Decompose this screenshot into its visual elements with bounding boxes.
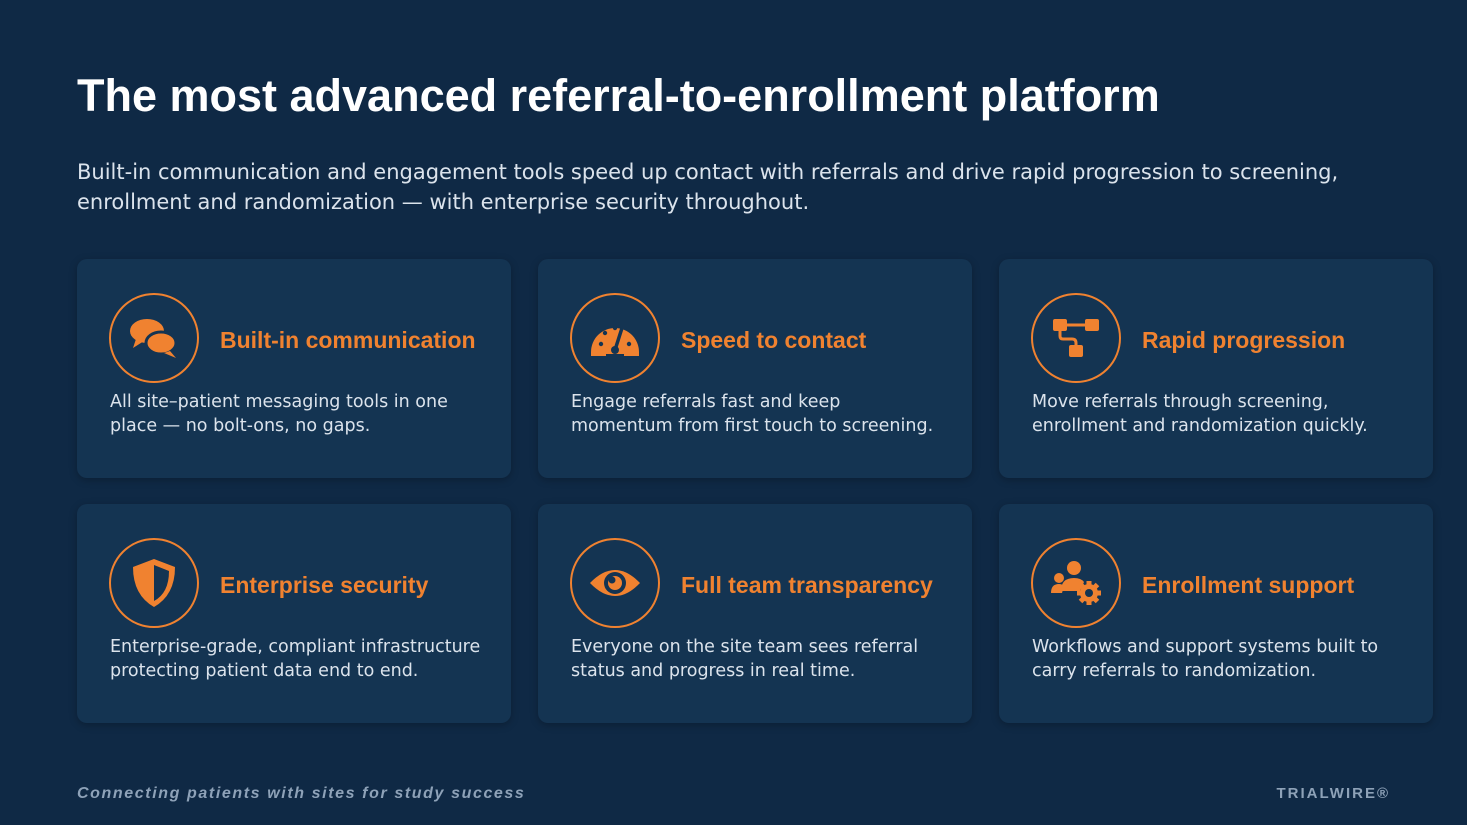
chat-bubbles-icon	[109, 293, 199, 383]
feature-card-full-team-transparency: Full team transparency Everyone on the s…	[538, 504, 972, 723]
feature-card-speed-to-contact: Speed to contact Engage referrals fast a…	[538, 259, 972, 478]
card-description: Enterprise-grade, compliant infrastructu…	[110, 637, 481, 681]
feature-card-enrollment-support: Enrollment support Workflows and support…	[999, 504, 1433, 723]
speedometer-icon	[570, 293, 660, 383]
footer-brand: TRIALWIRE®	[1276, 785, 1390, 802]
card-title: Speed to contact	[681, 327, 867, 353]
feature-card-built-in-communication: Built-in communication All site–patient …	[77, 259, 511, 478]
users-gear-icon	[1031, 538, 1121, 628]
card-description: All site–patient messaging tools in one …	[110, 392, 448, 436]
card-description: Move referrals through screening, enroll…	[1032, 392, 1368, 436]
shield-icon	[109, 538, 199, 628]
card-title: Enrollment support	[1142, 572, 1355, 598]
card-description: Everyone on the site team sees referral …	[571, 637, 919, 681]
card-description: Workflows and support systems built to c…	[1032, 637, 1379, 681]
card-description: Engage referrals fast and keep momentum …	[571, 392, 934, 436]
card-title: Enterprise security	[220, 572, 429, 598]
eye-icon	[570, 538, 660, 628]
card-title: Built-in communication	[220, 327, 476, 353]
flow-progression-icon	[1031, 293, 1121, 383]
card-title: Full team transparency	[681, 572, 933, 598]
footer-tagline: Connecting patients with sites for study…	[77, 785, 526, 802]
feature-card-enterprise-security: Enterprise security Enterprise-grade, co…	[77, 504, 511, 723]
feature-card-rapid-progression: Rapid progression Move referrals through…	[999, 259, 1433, 478]
page-title: The most advanced referral-to-enrollment…	[77, 70, 1160, 121]
page-subtitle: Built-in communication and engagement to…	[77, 160, 1339, 214]
feature-grid: Built-in communication All site–patient …	[77, 259, 1433, 723]
card-title: Rapid progression	[1142, 327, 1346, 353]
